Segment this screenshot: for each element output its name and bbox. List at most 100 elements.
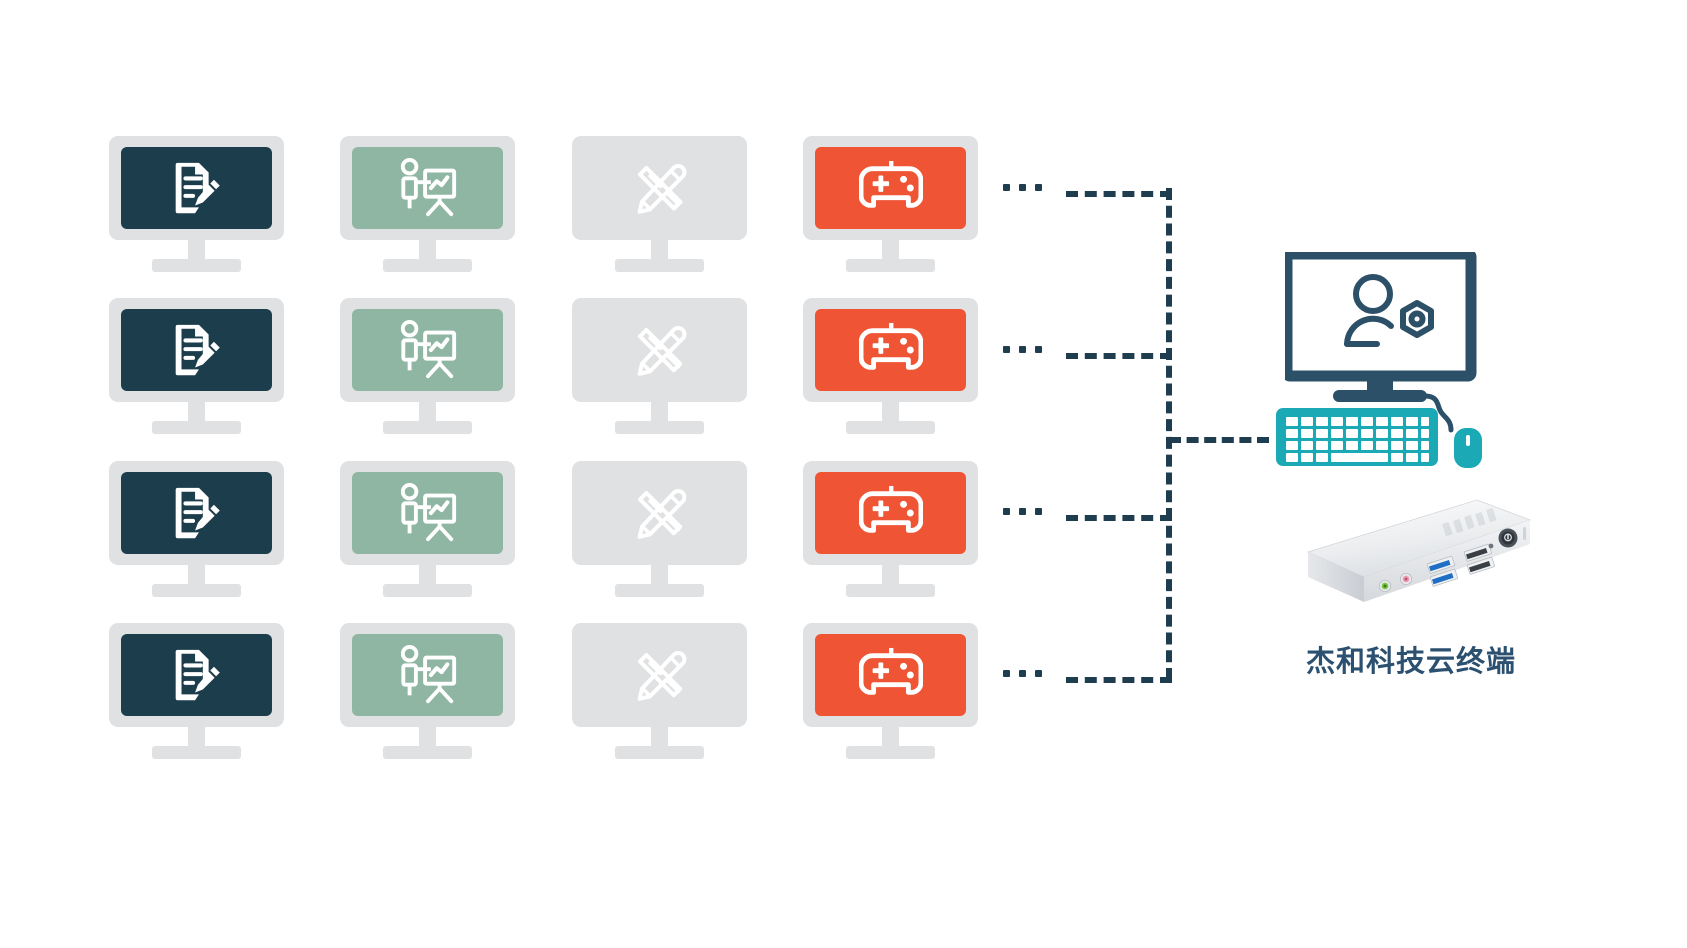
monitor-neck: [188, 402, 205, 426]
ellipsis-dot: [1035, 508, 1042, 515]
monitor-foot: [846, 584, 935, 597]
ellipsis-dot: [1003, 508, 1010, 515]
monitor-neck: [882, 240, 899, 264]
ellipsis-dot: [1019, 670, 1026, 677]
monitor-foot: [383, 746, 472, 759]
monitor-screen: [584, 634, 735, 716]
client-monitor[interactable]: [572, 623, 747, 759]
monitor-foot: [615, 746, 704, 759]
monitor-neck: [882, 402, 899, 426]
monitor-foot: [615, 259, 704, 272]
ellipsis-dot: [1003, 184, 1010, 191]
keyboard-mouse-icon: [1276, 408, 1482, 468]
document-edit-icon: [175, 649, 220, 701]
more-clients-ellipsis: [1003, 508, 1042, 515]
monitor-neck: [419, 727, 436, 751]
monitor-screen: [584, 147, 735, 229]
monitor-neck: [651, 402, 668, 426]
connector-branch-row-3: [1066, 515, 1172, 521]
monitor-neck: [882, 727, 899, 751]
presentation-chart-icon: [400, 482, 456, 542]
monitor-foot: [152, 259, 241, 272]
monitor-foot: [383, 259, 472, 272]
client-monitor[interactable]: [340, 298, 515, 434]
client-monitor[interactable]: [572, 461, 747, 597]
monitor-neck: [651, 565, 668, 589]
monitor-screen: [815, 309, 966, 391]
monitor-foot: [152, 421, 241, 434]
monitor-screen: [584, 472, 735, 554]
connector-branch-row-2: [1066, 353, 1172, 359]
presentation-chart-icon: [400, 319, 456, 379]
client-monitor[interactable]: [340, 623, 515, 759]
cloud-terminal-group[interactable]: 杰和科技云终端: [1276, 252, 1546, 712]
presentation-chart-icon: [400, 157, 456, 217]
client-monitor[interactable]: [572, 136, 747, 272]
client-monitor[interactable]: [109, 623, 284, 759]
client-monitor[interactable]: [340, 461, 515, 597]
more-clients-ellipsis: [1003, 184, 1042, 191]
connector-trunk: [1166, 188, 1172, 680]
front-ports: [1379, 527, 1526, 593]
monitor-neck: [651, 240, 668, 264]
ruler-pencil-icon: [637, 489, 686, 539]
gamepad-icon: [858, 485, 923, 533]
client-monitor[interactable]: [803, 623, 978, 759]
monitor-screen: [815, 634, 966, 716]
ruler-pencil-icon: [637, 326, 686, 376]
monitor-screen: [584, 309, 735, 391]
brand-emboss: [1442, 508, 1497, 537]
monitor-screen: [352, 634, 503, 716]
connector-branch-row-4: [1066, 677, 1172, 683]
document-edit-icon: [175, 162, 220, 214]
gamepad-icon: [858, 160, 923, 208]
monitor-neck: [419, 565, 436, 589]
client-monitor[interactable]: [803, 298, 978, 434]
presentation-chart-icon: [400, 644, 456, 704]
monitor-neck: [882, 565, 899, 589]
monitor-foot: [152, 746, 241, 759]
client-monitor[interactable]: [109, 136, 284, 272]
monitor-foot: [846, 421, 935, 434]
ellipsis-dot: [1003, 346, 1010, 353]
document-edit-icon: [175, 324, 220, 376]
monitor-neck: [651, 727, 668, 751]
client-monitor[interactable]: [803, 461, 978, 597]
monitor-foot: [846, 746, 935, 759]
monitor-foot: [615, 421, 704, 434]
monitor-foot: [846, 259, 935, 272]
monitor-neck: [188, 565, 205, 589]
client-monitor[interactable]: [572, 298, 747, 434]
monitor-neck: [419, 402, 436, 426]
user-settings-icon: [1344, 274, 1394, 347]
mini-pc-icon: [1306, 499, 1532, 602]
monitor-screen: [121, 472, 272, 554]
monitor-foot: [152, 584, 241, 597]
ellipsis-dot: [1035, 346, 1042, 353]
connector-branch-row-1: [1066, 191, 1172, 197]
monitor-screen: [352, 309, 503, 391]
terminal-workstation-icon: [1285, 252, 1477, 433]
client-monitor[interactable]: [803, 136, 978, 272]
client-monitor[interactable]: [109, 298, 284, 434]
ruler-pencil-icon: [637, 651, 686, 701]
monitor-screen: [815, 147, 966, 229]
gamepad-icon: [858, 322, 923, 370]
ellipsis-dot: [1019, 508, 1026, 515]
document-edit-icon: [175, 487, 220, 539]
connector-to-terminal: [1169, 437, 1269, 443]
monitor-neck: [188, 727, 205, 751]
client-monitor[interactable]: [109, 461, 284, 597]
monitor-foot: [383, 584, 472, 597]
monitor-neck: [419, 240, 436, 264]
ellipsis-dot: [1035, 670, 1042, 677]
monitor-screen: [121, 147, 272, 229]
ellipsis-dot: [1019, 184, 1026, 191]
monitor-screen: [815, 472, 966, 554]
ellipsis-dot: [1019, 346, 1026, 353]
mouse-icon: [1454, 428, 1482, 468]
monitor-screen: [121, 309, 272, 391]
client-monitor[interactable]: [340, 136, 515, 272]
monitor-screen: [352, 147, 503, 229]
more-clients-ellipsis: [1003, 670, 1042, 677]
